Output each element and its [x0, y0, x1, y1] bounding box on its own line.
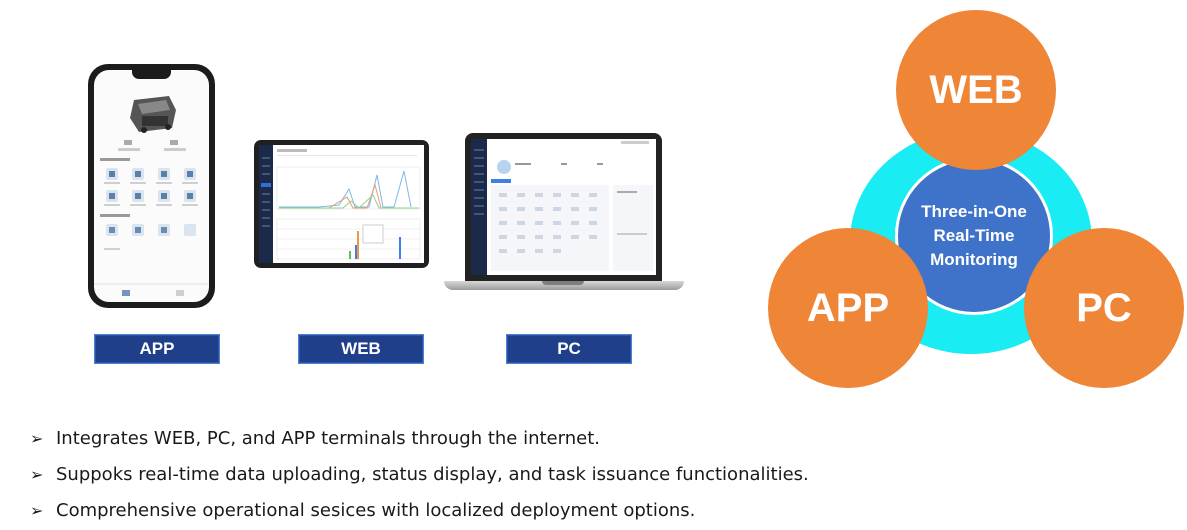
arrow-bullet-icon: ➢ — [30, 500, 44, 520]
phone-screen — [94, 70, 209, 302]
center-text-line-1: Three-in-One — [921, 202, 1027, 221]
pc-label: PC — [506, 334, 632, 364]
arrow-bullet-icon: ➢ — [30, 428, 44, 448]
list-item-text: Integrates WEB, PC, and APP terminals th… — [56, 427, 600, 449]
arrow-bullet-icon: ➢ — [30, 464, 44, 484]
pc-label-text: PC — [557, 339, 581, 358]
web-dashboard-mockup — [259, 145, 421, 263]
list-item-text: Suppoks real-time data uploading, status… — [56, 463, 809, 485]
list-item-text: Comprehensive operational sesices with l… — [56, 499, 696, 521]
web-node-text: WEB — [929, 67, 1023, 112]
feature-list: ➢ Integrates WEB, PC, and APP terminals … — [30, 420, 809, 528]
list-item: ➢ Integrates WEB, PC, and APP terminals … — [30, 420, 809, 456]
tablet-screen — [259, 145, 424, 263]
pc-node-circle: PC — [1024, 228, 1184, 388]
app-screen-mockup — [94, 96, 209, 296]
laptop-notch — [542, 281, 584, 285]
center-text-line-2: Real-Time — [933, 226, 1015, 245]
app-node-circle: APP — [768, 228, 928, 388]
web-node-circle: WEB — [896, 10, 1056, 170]
phone-notch — [132, 70, 171, 79]
laptop-device-image — [465, 133, 662, 281]
tablet-device-image — [254, 140, 429, 268]
list-item: ➢ Suppoks real-time data uploading, stat… — [30, 456, 809, 492]
app-label-text: APP — [139, 339, 175, 358]
phone-device-image — [88, 64, 215, 308]
laptop-base — [444, 281, 684, 290]
app-label: APP — [94, 334, 220, 364]
center-text-line-3: Monitoring — [930, 250, 1018, 269]
laptop-screen — [471, 139, 656, 275]
list-item: ➢ Comprehensive operational sesices with… — [30, 492, 809, 528]
app-node-text: APP — [806, 285, 890, 330]
web-label-text: WEB — [341, 339, 381, 358]
pc-dashboard-mockup — [471, 139, 656, 275]
robot-illustration — [130, 96, 176, 133]
pc-node-text: PC — [1076, 285, 1132, 330]
web-label: WEB — [298, 334, 424, 364]
